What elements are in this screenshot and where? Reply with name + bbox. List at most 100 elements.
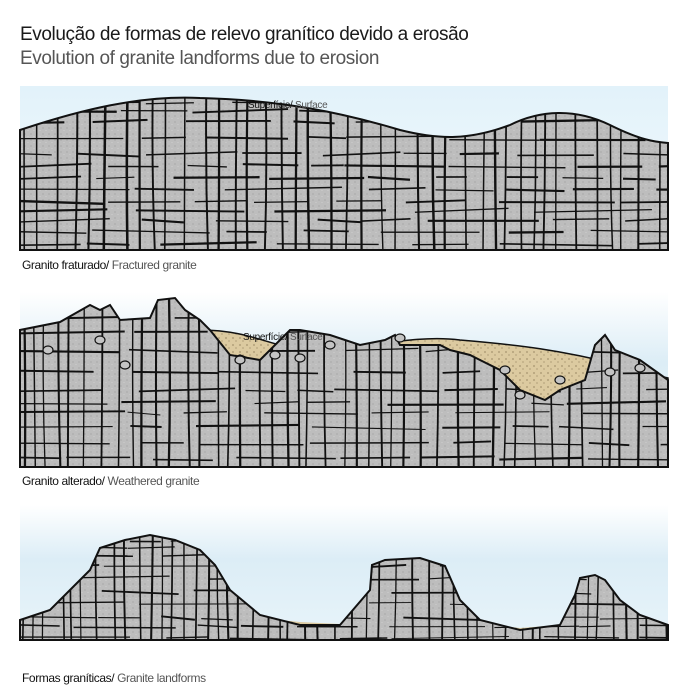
panel-label-fractured: Granito fraturado/ Fractured granite: [22, 258, 197, 272]
horizontal-joint: [622, 371, 668, 375]
horizontal-joint: [195, 423, 299, 428]
horizontal-joint: [127, 546, 175, 549]
horizontal-joint: [566, 400, 667, 405]
vertical-joint: [187, 298, 191, 467]
horizontal-joint: [20, 188, 130, 191]
horizontal-joint: [130, 424, 162, 428]
vertical-joint: [161, 535, 164, 640]
boulders: [42, 333, 646, 400]
horizontal-joint: [311, 426, 426, 431]
horizontal-joint: [138, 387, 236, 393]
horizontal-joint: [637, 241, 668, 245]
horizontal-joint: [86, 242, 130, 246]
horizontal-joint: [276, 243, 379, 246]
horizontal-joint: [20, 243, 81, 246]
horizontal-joint: [128, 348, 218, 354]
horizontal-joint: [20, 175, 82, 180]
horizontal-joint: [309, 441, 429, 444]
horizontal-joint: [646, 387, 668, 391]
horizontal-joint: [141, 218, 184, 224]
horizontal-joint: [344, 164, 446, 168]
horizontal-joint: [161, 615, 195, 621]
horizontal-joint: [71, 575, 170, 579]
vertical-joint: [122, 535, 127, 640]
horizontal-joint: [499, 456, 582, 461]
surface-label-1: Superfície/ Surface: [248, 100, 328, 111]
horizontal-joint: [505, 442, 583, 446]
surface-label-en: Surface: [290, 332, 323, 343]
panel-label-landforms: Formas graníticas/ Granite landforms: [22, 671, 206, 685]
horizontal-joint: [345, 347, 419, 352]
horizontal-joint: [371, 411, 429, 414]
boulder: [42, 345, 54, 355]
horizontal-joint: [448, 165, 566, 169]
horizontal-joint: [152, 458, 213, 462]
vertical-joint: [94, 535, 98, 640]
horizontal-joint: [368, 186, 426, 191]
horizontal-joint: [160, 241, 257, 246]
label-en: Fractured granite: [111, 258, 197, 272]
vertical-joint: [217, 97, 221, 250]
horizontal-joint: [20, 153, 52, 156]
horizontal-joint: [442, 370, 481, 374]
horizontal-joint: [20, 410, 126, 413]
vertical-joint: [138, 535, 142, 640]
horizontal-joint: [229, 637, 332, 640]
horizontal-joint: [306, 401, 351, 404]
vertical-joint: [150, 535, 155, 640]
boulder: [499, 365, 511, 375]
horizontal-joint: [660, 443, 668, 446]
boulder: [514, 390, 526, 400]
horizontal-joint: [307, 135, 347, 140]
horizontal-joint: [274, 209, 386, 213]
horizontal-joint: [340, 456, 411, 460]
horizontal-joint: [639, 636, 668, 640]
horizontal-joint: [531, 402, 564, 406]
vertical-joint: [216, 535, 220, 640]
boulder: [294, 353, 306, 363]
boulder: [324, 340, 336, 350]
horizontal-joint: [639, 624, 668, 627]
horizontal-joint: [254, 200, 309, 204]
boulder: [119, 360, 131, 370]
horizontal-joint: [420, 455, 495, 459]
horizontal-joint: [455, 411, 550, 414]
panel-label-weathered: Granito alterado/ Weathered granite: [22, 474, 200, 488]
horizontal-joint: [215, 220, 289, 223]
horizontal-joint: [20, 350, 119, 354]
horizontal-joint: [20, 199, 104, 206]
horizontal-joint: [146, 151, 238, 156]
vertical-joint: [194, 535, 199, 640]
panel-granite-landforms: [19, 505, 669, 641]
horizontal-joint: [588, 442, 630, 447]
horizontal-joint: [414, 207, 509, 213]
horizontal-joint: [403, 616, 484, 622]
horizontal-joint: [508, 230, 564, 234]
horizontal-joint: [317, 218, 363, 224]
surface-label-en: Surface: [295, 100, 328, 111]
horizontal-joint: [197, 624, 239, 629]
horizontal-joint: [194, 200, 248, 203]
horizontal-joint: [254, 401, 299, 405]
horizontal-joint: [444, 387, 498, 392]
horizontal-joint: [453, 440, 492, 444]
vertical-joint: [82, 298, 85, 467]
horizontal-joint: [562, 177, 604, 180]
horizontal-joint: [92, 118, 148, 124]
horizontal-joint: [559, 425, 614, 431]
horizontal-joint: [334, 388, 440, 393]
horizontal-joint: [236, 456, 336, 460]
boulder: [94, 335, 106, 345]
horizontal-joint: [20, 231, 87, 234]
horizontal-joint: [362, 218, 411, 222]
surface-label-pt: Superfície/: [248, 100, 293, 111]
horizontal-joint: [245, 389, 286, 393]
boulder: [394, 333, 406, 343]
horizontal-joint: [367, 175, 411, 181]
surface-label-pt: Superfície/: [243, 332, 288, 343]
horizontal-joint: [391, 636, 509, 640]
label-en: Granite landforms: [117, 671, 206, 685]
horizontal-joint: [166, 636, 209, 639]
vertical-joint: [428, 535, 432, 640]
panel-weathered-granite: [19, 292, 669, 468]
